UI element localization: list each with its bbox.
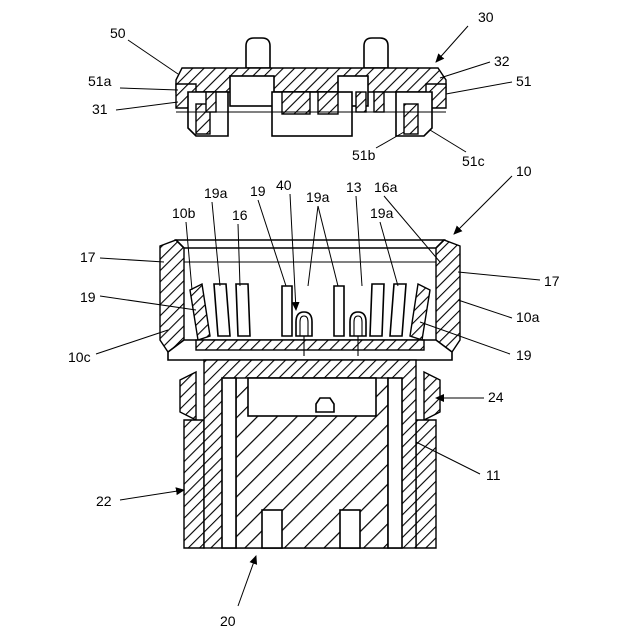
leader-10a [458,300,512,318]
label-24: 24 [488,389,504,405]
seal-24-left [180,372,196,420]
cover-leg-right-hatch [404,104,418,134]
label-16: 16 [232,207,248,223]
cover-center-hatch-1 [282,92,310,114]
leader-30 [436,26,468,62]
leader-32 [440,62,490,78]
cover-rib-3 [374,92,384,112]
leader-10 [454,176,512,234]
leader-16 [238,224,240,286]
label-10a: 10a [516,309,540,325]
label-17-right: 17 [544,273,560,289]
label-19a-left: 19a [204,185,228,201]
leader-51 [446,82,512,94]
cover-pin-right [364,38,388,68]
label-31: 31 [92,101,108,117]
housing-10 [160,240,460,360]
housing-floor-hatch [196,340,424,350]
cover-pin-left [246,38,270,68]
label-51b: 51b [352,147,376,163]
label-19a-right: 19a [370,205,394,221]
leader-17-right [458,272,540,280]
label-40: 40 [276,177,292,193]
label-13: 13 [346,179,362,195]
plug-bottom-slot-2 [340,510,360,548]
leader-51b [376,132,404,148]
lower-body [180,360,440,548]
label-11: 11 [486,467,501,483]
label-30: 30 [478,9,494,25]
cover-30 [176,38,446,136]
label-10: 10 [516,163,532,179]
seal-24-right [424,372,440,420]
finger-19-right-3 [410,284,430,340]
plug-latch [316,398,334,412]
plug-20-left-wall [222,378,236,548]
cover-hollow-1 [230,76,274,106]
label-19-left: 19 [80,289,96,305]
label-19a-center: 19a [306,189,330,205]
plug-top-slot [248,378,376,416]
label-51: 51 [516,73,532,89]
label-10c: 10c [68,349,91,365]
leader-50 [128,40,178,74]
leader-10b [186,222,192,290]
cover-center-hatch-2 [318,92,338,114]
label-50: 50 [110,25,126,41]
leader-17-left [100,258,164,262]
plug-20-right-wall [388,378,402,548]
leader-10c [96,330,168,354]
sleeve-22-right [416,420,436,548]
finger-19a-left-3 [236,284,250,336]
housing-wall-left [160,240,184,352]
plug-bottom-slot-1 [262,510,282,548]
label-32: 32 [494,53,510,69]
label-19-top: 19 [250,183,266,199]
leader-19a-right [380,222,398,286]
label-51a: 51a [88,73,112,89]
cover-rib-2 [356,92,366,112]
cover-rib-1 [206,92,216,112]
label-51c: 51c [462,153,485,169]
finger-19-left-1 [190,284,210,340]
label-16a: 16a [374,179,398,195]
label-10b: 10b [172,205,196,221]
label-17-left: 17 [80,249,96,265]
leader-20 [238,556,256,606]
finger-19a-center-2 [334,286,344,336]
sleeve-22-left [184,420,204,548]
label-22: 22 [96,493,112,509]
leader-51a [120,88,178,90]
finger-19a-right-2 [390,284,406,336]
label-19-right: 19 [516,347,532,363]
finger-19a-right-1 [370,284,384,336]
finger-19-center-1 [282,286,292,336]
leader-51c [430,130,466,152]
label-20: 20 [220,613,236,629]
leader-31 [116,102,178,110]
leader-22 [120,490,184,500]
finger-19a-left-2 [214,284,230,336]
cover-plate [176,68,446,92]
